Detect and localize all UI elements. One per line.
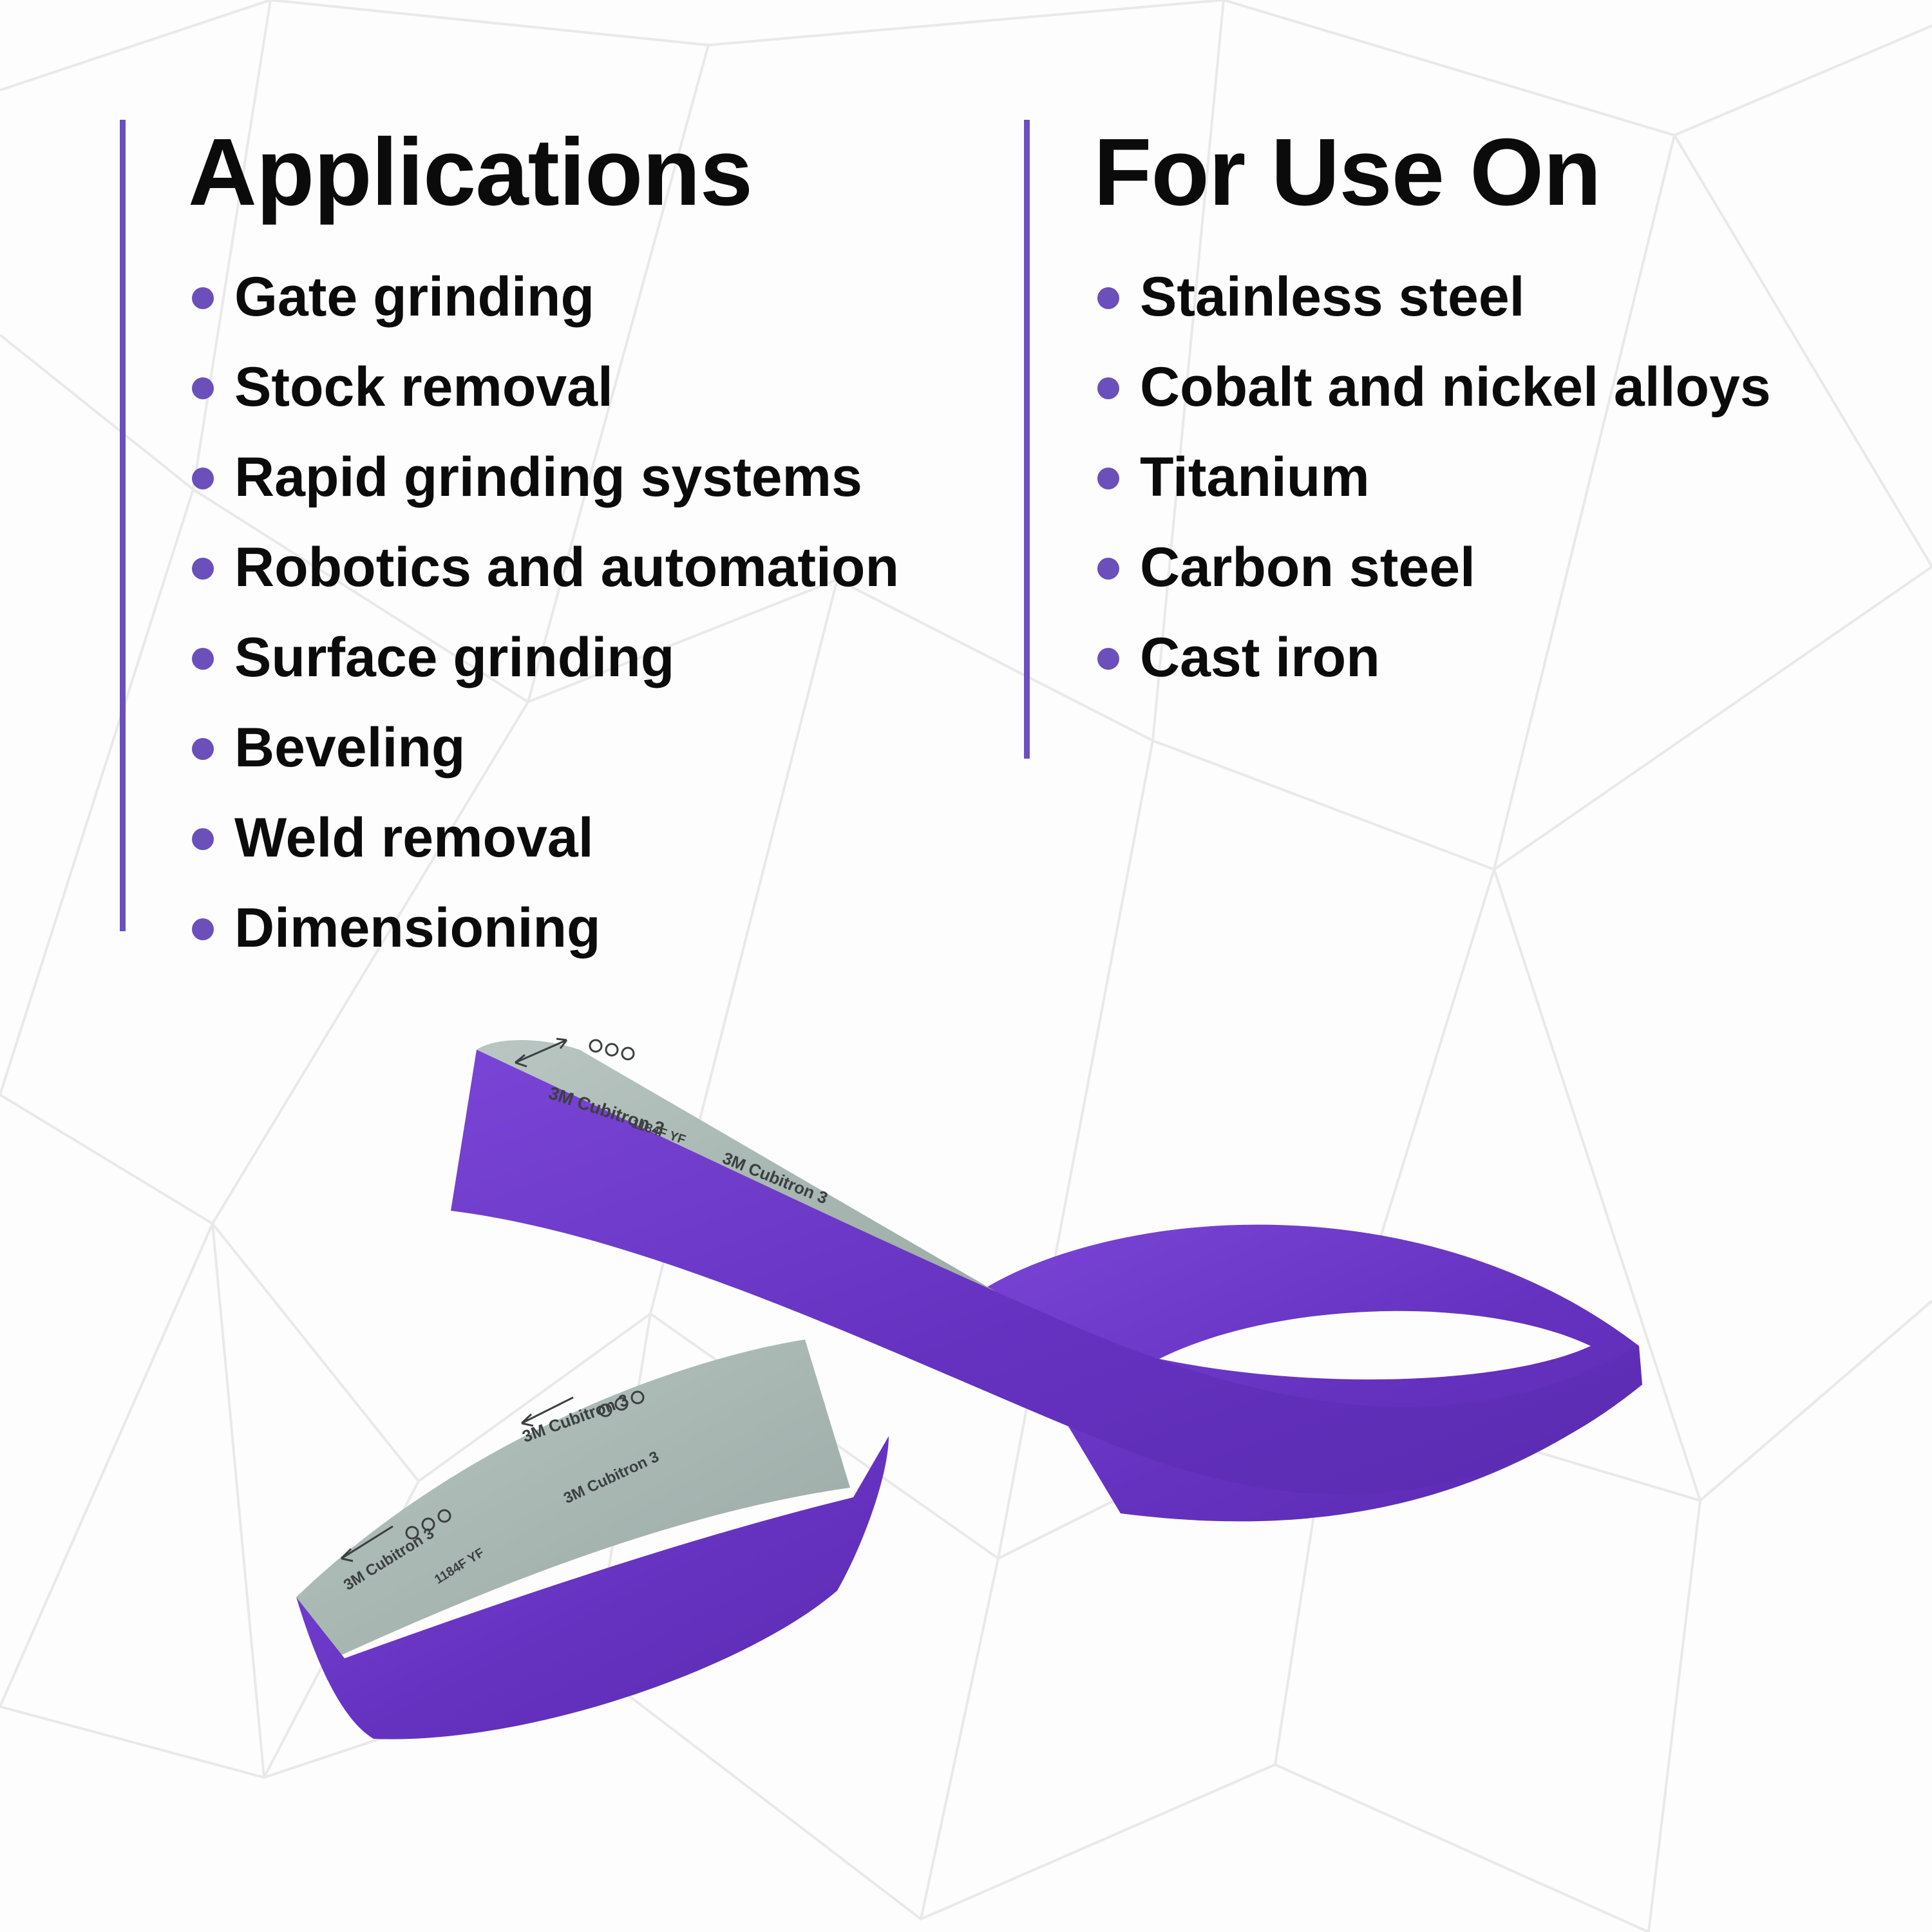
application-item: Rapid grinding systems [188,442,999,532]
application-item-label: Gate grinding [234,266,594,328]
application-item: Beveling [188,712,999,802]
application-item-label: Surface grinding [234,627,675,688]
for-use-on-section: For Use On Stainless steel Cobalt and ni… [1094,121,1879,712]
material-item-label: Stainless steel [1140,266,1525,328]
belt-left-loop-backing [296,1340,850,1655]
application-item-label: Beveling [234,717,466,779]
application-item: Dimensioning [188,893,999,983]
material-item: Titanium [1094,442,1879,532]
bullet-icon [1097,468,1119,489]
application-item-label: Stock removal [234,356,613,418]
application-item: Robotics and automation [188,532,999,622]
bullet-icon [1097,287,1119,309]
right-accent-divider [1024,120,1030,759]
bullet-icon [192,738,214,760]
application-item-label: Robotics and automation [234,536,899,598]
application-item-label: Rapid grinding systems [234,446,862,508]
applications-list: Gate grinding Stock removal Rapid grindi… [188,261,999,983]
bullet-icon [192,377,214,399]
material-item-label: Cast iron [1140,627,1380,688]
bullet-icon [192,918,214,940]
application-item-label: Weld removal [234,807,594,869]
left-accent-divider [120,120,126,931]
material-item: Stainless steel [1094,261,1879,352]
material-item: Carbon steel [1094,532,1879,622]
applications-heading: Applications [188,119,753,225]
application-item: Gate grinding [188,261,999,352]
bullet-icon [1097,648,1119,670]
sanding-belt-image: 3M Cubitron 3 3M Cubitron 3 1184F YF 3M … [296,1037,1642,1739]
application-item-label: Dimensioning [234,897,601,959]
belt-upper-band [451,1050,1642,1495]
applications-section: Applications Gate grinding Stock removal… [188,121,999,983]
material-item: Cast iron [1094,622,1879,712]
material-item: Cobalt and nickel alloys [1094,352,1879,442]
bullet-icon [192,648,214,670]
material-item-label: Cobalt and nickel alloys [1140,356,1771,418]
material-item-label: Titanium [1140,446,1370,508]
bullet-icon [192,558,214,580]
belt-left-loop-band [296,1436,889,1739]
belt-right-loop-inner [1159,1311,1591,1380]
for-use-on-heading: For Use On [1094,119,1602,225]
application-item: Stock removal [188,352,999,442]
material-item-label: Carbon steel [1140,536,1475,598]
bullet-icon [192,468,214,489]
materials-list: Stainless steel Cobalt and nickel alloys… [1094,261,1879,712]
bullet-icon [1097,558,1119,580]
bullet-icon [192,828,214,850]
bullet-icon [1097,377,1119,399]
application-item: Surface grinding [188,622,999,712]
bullet-icon [192,287,214,309]
application-item: Weld removal [188,802,999,893]
